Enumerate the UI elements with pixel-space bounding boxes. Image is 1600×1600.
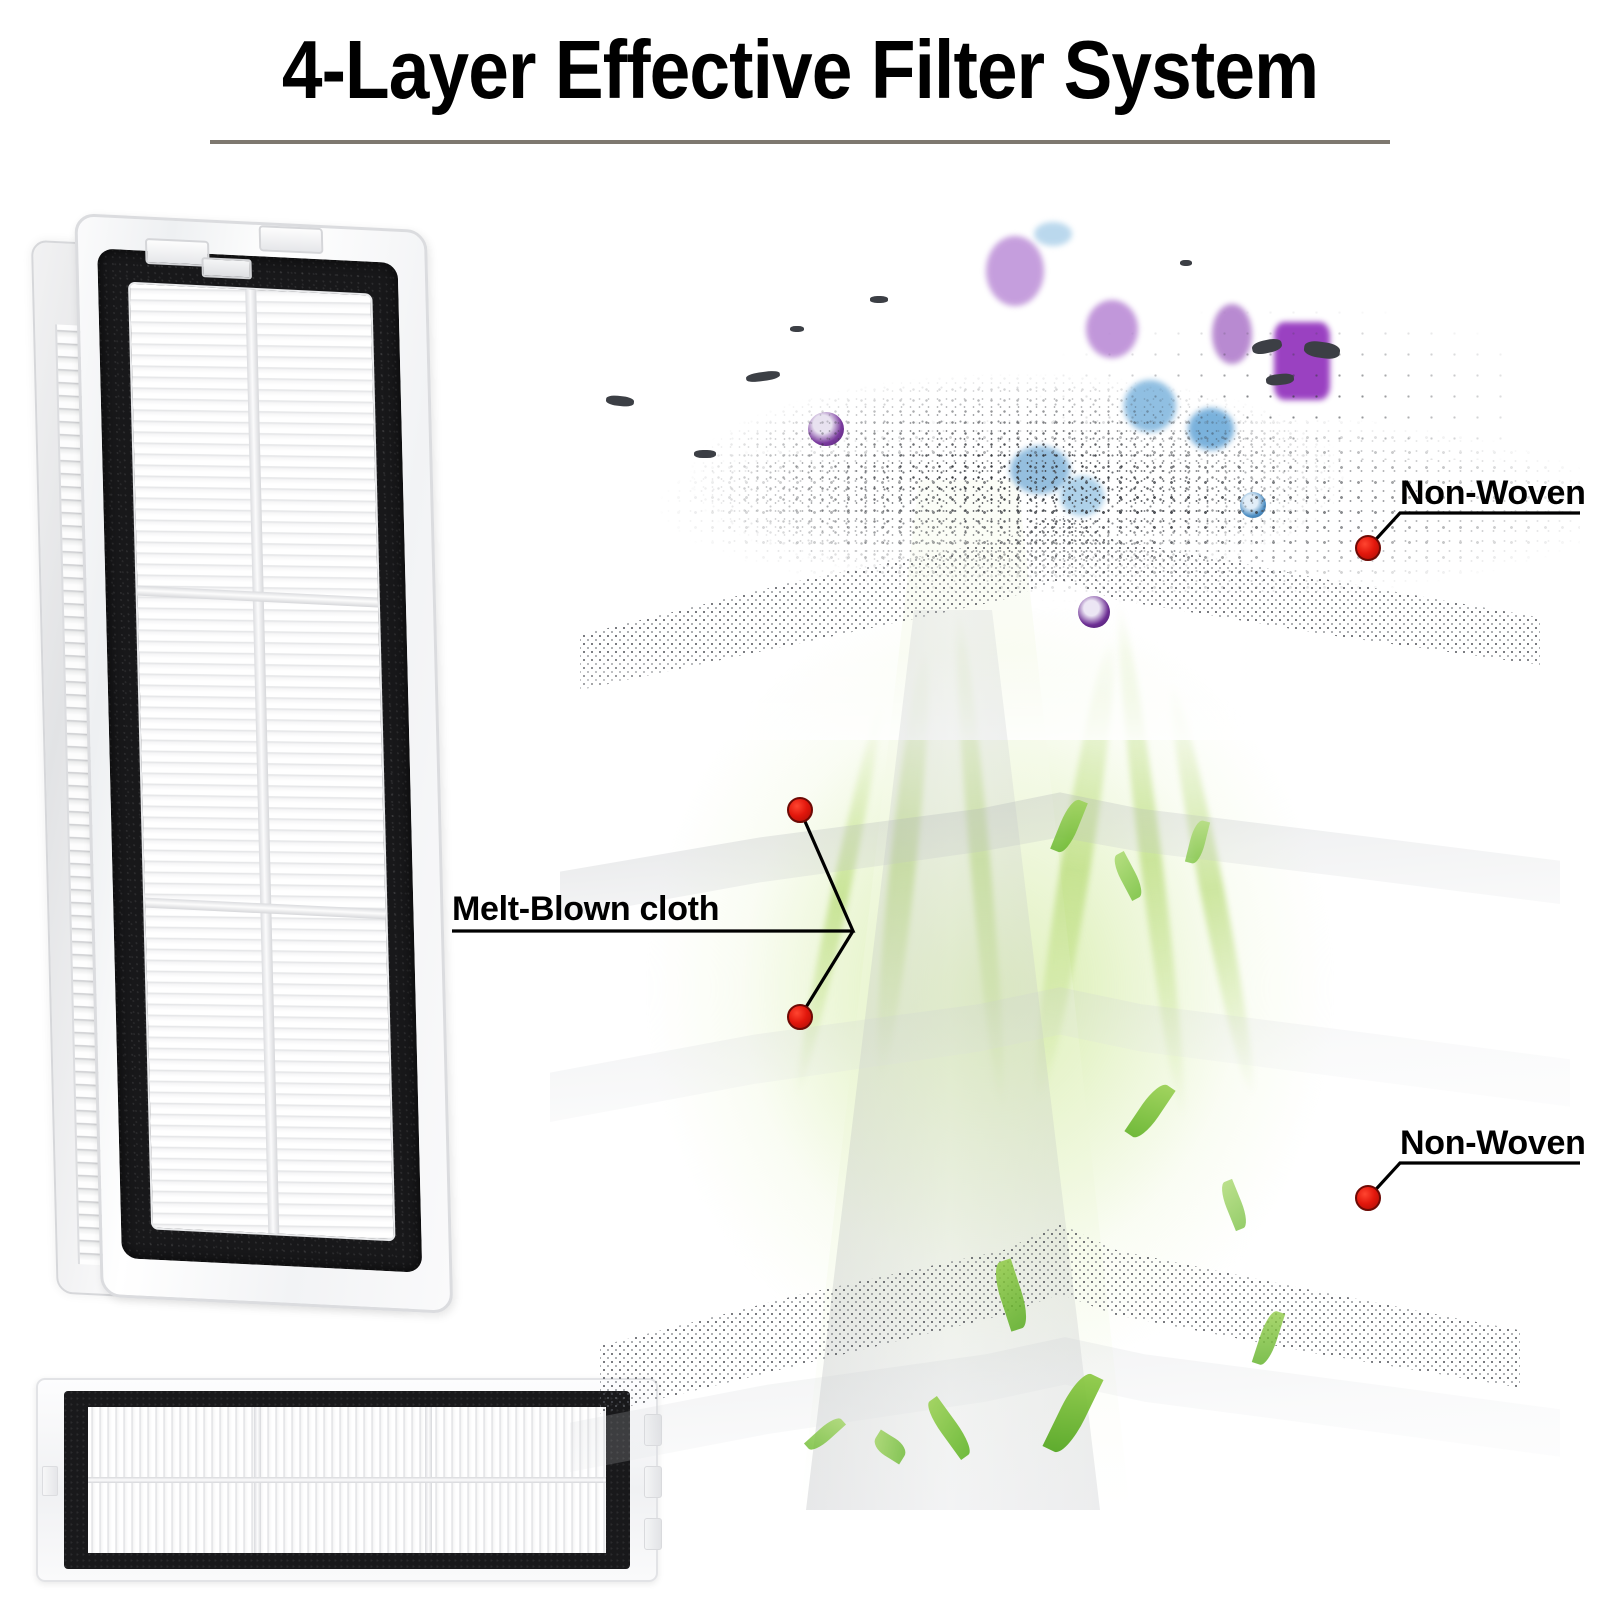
- germ-blob-blue: [1034, 222, 1072, 246]
- dust-speckle-field: [960, 260, 1520, 460]
- title-divider: [210, 140, 1390, 144]
- callout-label-non-woven-top: Non-Woven: [1400, 474, 1586, 512]
- filter-pleated-media: [127, 281, 396, 1242]
- small-filter-pleated-media: [88, 1407, 606, 1553]
- callout-label-melt-blown: Melt-Blown cloth: [452, 890, 720, 928]
- dust-speck: [870, 296, 888, 303]
- dust-speck: [790, 326, 804, 332]
- filter-mount-tab: [144, 237, 210, 267]
- filter-grid-vertical-rib: [245, 289, 280, 1234]
- secondary-filter-product-image: [36, 1378, 662, 1582]
- marker-dot-melt-blown-lower: [787, 1004, 813, 1030]
- marker-dot-non-woven-bottom: [1355, 1185, 1381, 1211]
- marker-dot-melt-blown-upper: [787, 797, 813, 823]
- filter-mount-tab: [258, 225, 324, 255]
- page-title: 4-Layer Effective Filter System: [281, 23, 1319, 116]
- main-filter-product-image: [22, 207, 461, 1337]
- small-filter-side-tab: [42, 1466, 58, 1496]
- filter-latch-notch: [201, 257, 252, 280]
- marker-dot-non-woven-top: [1355, 535, 1381, 561]
- dust-and-germ-cloud: [540, 200, 1580, 630]
- small-filter-grid-rib: [88, 1477, 606, 1484]
- callout-label-non-woven-bottom: Non-Woven: [1400, 1124, 1586, 1162]
- small-filter-side-ear: [644, 1518, 662, 1550]
